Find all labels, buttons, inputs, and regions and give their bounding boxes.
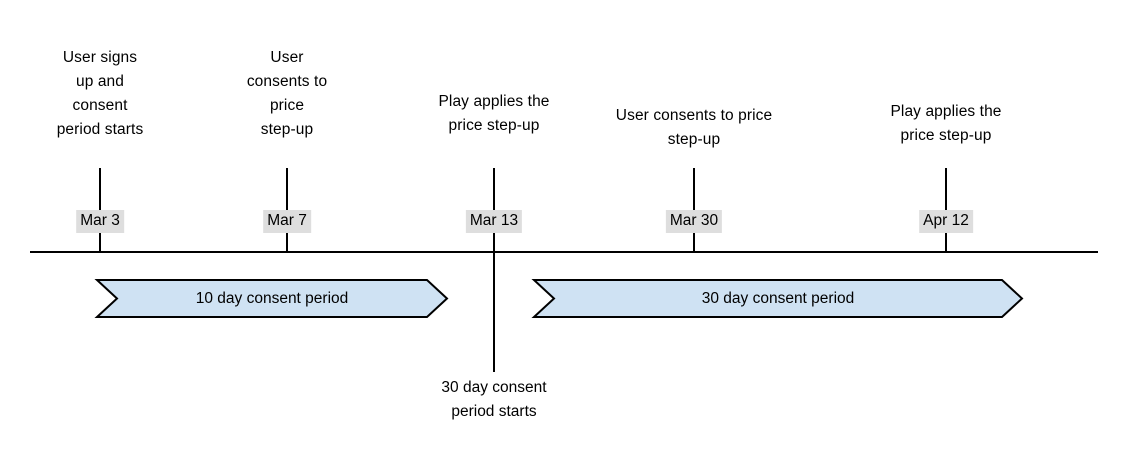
date-label-mar-3: Mar 3 [76, 210, 124, 233]
consent-band-band-10-day [94, 279, 449, 318]
date-label-mar-7: Mar 7 [263, 210, 311, 233]
below-caption-mar-13-below: 30 day consent period starts [441, 379, 547, 420]
event-caption-mar-3: User signs up and consent period starts [56, 49, 144, 138]
event-caption-apr-12: Play applies the price step-up [890, 103, 1002, 144]
event-caption-mar-13: Play applies the price step-up [438, 93, 550, 134]
date-label-mar-30: Mar 30 [665, 210, 723, 233]
event-caption-mar-7: User consents to price step-up [246, 49, 328, 138]
consent-band-band-30-day [531, 279, 1024, 318]
event-caption-mar-30: User consents to price step-up [615, 107, 773, 148]
date-label-apr-12: Apr 12 [919, 210, 973, 233]
date-label-mar-13: Mar 13 [465, 210, 523, 233]
